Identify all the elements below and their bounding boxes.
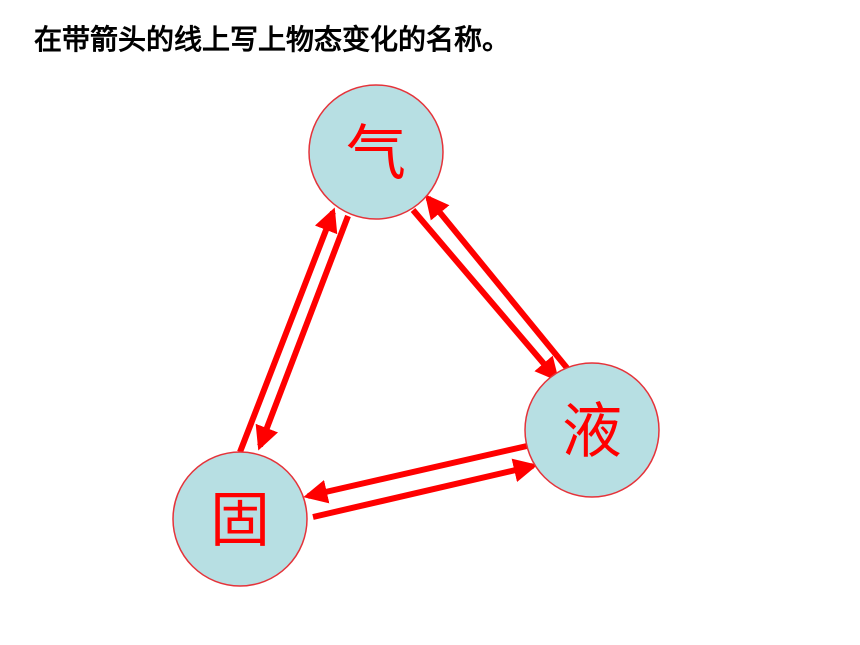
arrow-solid-to-liquid[interactable]	[312, 458, 538, 520]
node-solid-circle	[172, 451, 308, 587]
node-gas-circle	[308, 84, 444, 220]
arrow-liquid-to-solid[interactable]	[303, 443, 528, 504]
instruction-text: 在带箭头的线上写上物态变化的名称。	[34, 23, 511, 56]
node-gas-label: 气	[346, 119, 406, 189]
node-liquid: 液	[524, 362, 660, 498]
node-gas: 气	[308, 84, 444, 220]
node-solid: 固	[172, 451, 308, 587]
arrow-liquid-to-gas[interactable]	[424, 194, 570, 370]
arrow-gas-to-solid[interactable]	[255, 214, 351, 451]
arrow-solid-to-gas[interactable]	[237, 207, 338, 454]
node-liquid-circle	[524, 362, 660, 498]
arrow-gas-to-liquid[interactable]	[410, 208, 560, 382]
node-solid-label: 固	[210, 486, 270, 556]
node-liquid-label: 液	[562, 397, 622, 467]
